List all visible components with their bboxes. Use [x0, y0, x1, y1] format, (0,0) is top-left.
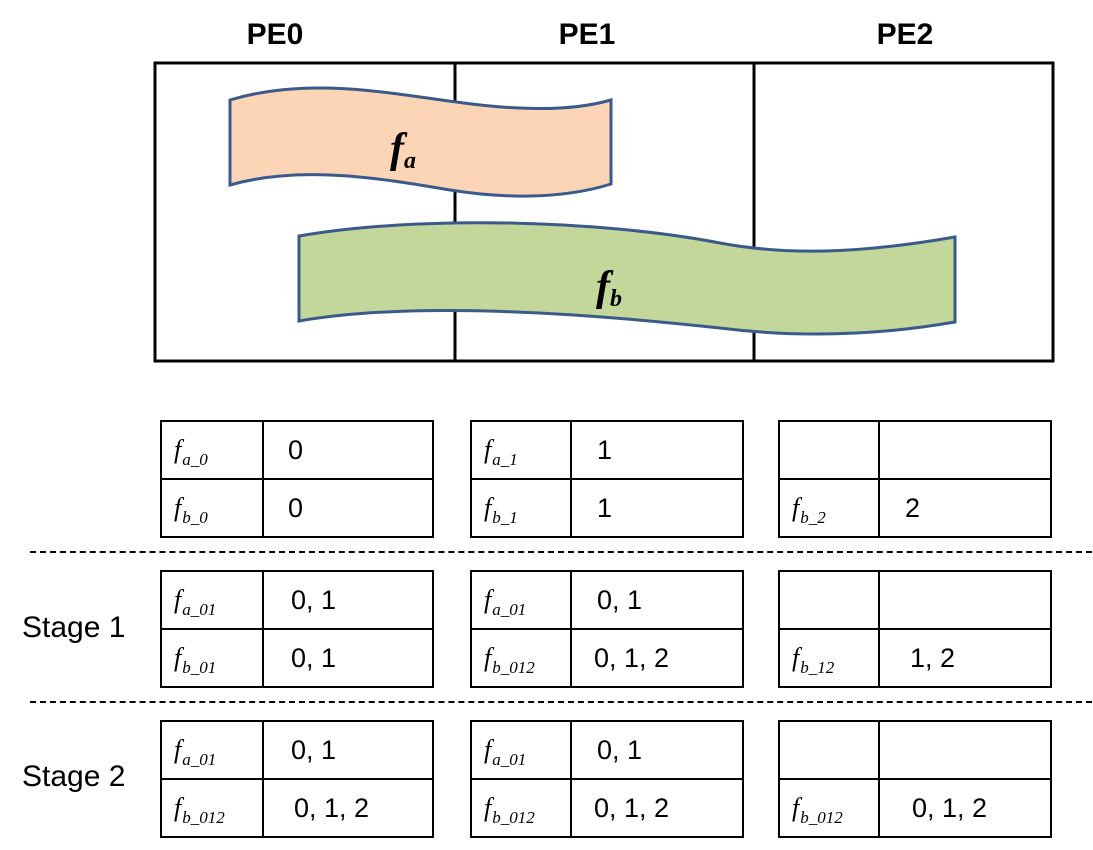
field-name: fa_1 [470, 420, 572, 480]
initial-pe0-table: fa_0 0 fb_0 0 [160, 420, 434, 538]
fa-label: fa [390, 126, 416, 174]
table-row: fa_0 0 [160, 420, 434, 480]
stage1-pe1-table: fa_01 0, 1 fb_012 0, 1, 2 [470, 570, 744, 688]
fa-region [228, 86, 613, 198]
field-name: fa_01 [160, 570, 264, 630]
pe0-label: PE0 [246, 18, 304, 51]
table-row: fa_01 0, 1 [160, 720, 434, 780]
owner-pes: 0, 1, 2 [878, 778, 1052, 838]
field-name: fa_0 [160, 420, 264, 480]
table-row: fa_01 0, 1 [470, 570, 744, 630]
field-name: fb_012 [470, 778, 572, 838]
table-row: fa_01 0, 1 [470, 720, 744, 780]
table-row: fb_1 1 [470, 478, 744, 538]
table-row: fb_012 0, 1, 2 [778, 778, 1052, 838]
initial-pe1-table: fa_1 1 fb_1 1 [470, 420, 744, 538]
owner-pes: 0, 1 [262, 720, 434, 780]
owner-pes: 0, 1 [570, 570, 744, 630]
owner-pes [878, 420, 1052, 480]
stage-2-label: Stage 2 [22, 760, 126, 793]
table-row: fb_2 2 [778, 478, 1052, 538]
field-name: fb_0 [160, 478, 264, 538]
owner-pes [878, 570, 1052, 630]
owner-pes: 0, 1, 2 [262, 778, 434, 838]
domain-box [153, 61, 1055, 363]
owner-pes: 1 [570, 420, 744, 480]
table-row: fb_012 0, 1, 2 [470, 628, 744, 688]
fb-region [297, 221, 957, 336]
field-name [778, 420, 880, 480]
field-name: fb_012 [160, 778, 264, 838]
owner-pes: 0, 1, 2 [570, 778, 744, 838]
fb-label: fb [596, 264, 622, 312]
table-row: fb_012 0, 1, 2 [470, 778, 744, 838]
owner-pes [878, 720, 1052, 780]
stage1-pe2-table: fb_12 1, 2 [778, 570, 1052, 688]
domain-diagram: fa fb [153, 61, 1055, 363]
pe2-label: PE2 [876, 18, 934, 51]
stage2-pe2-table: fb_012 0, 1, 2 [778, 720, 1052, 838]
owner-pes: 0 [262, 420, 434, 480]
table-row: fb_012 0, 1, 2 [160, 778, 434, 838]
stage-1-label: Stage 1 [22, 611, 126, 644]
owner-pes: 0 [262, 478, 434, 538]
field-name: fa_01 [470, 570, 572, 630]
field-name: fb_12 [778, 628, 880, 688]
field-name: fb_012 [778, 778, 880, 838]
owner-pes: 0, 1 [262, 570, 434, 630]
table-row [778, 570, 1052, 630]
owner-pes: 1, 2 [878, 628, 1052, 688]
table-row: fa_01 0, 1 [160, 570, 434, 630]
stage1-pe0-table: fa_01 0, 1 fb_01 0, 1 [160, 570, 434, 688]
table-row: fb_01 0, 1 [160, 628, 434, 688]
table-row: fb_0 0 [160, 478, 434, 538]
field-name [778, 720, 880, 780]
table-row [778, 720, 1052, 780]
table-row [778, 420, 1052, 480]
field-name: fb_2 [778, 478, 880, 538]
field-name: fb_1 [470, 478, 572, 538]
owner-pes: 2 [878, 478, 1052, 538]
owner-pes: 0, 1 [570, 720, 744, 780]
stage-separator-1 [30, 551, 1092, 553]
table-row: fa_1 1 [470, 420, 744, 480]
stage-separator-2 [30, 701, 1092, 703]
owner-pes: 1 [570, 478, 744, 538]
field-name [778, 570, 880, 630]
field-name: fb_012 [470, 628, 572, 688]
stage2-pe0-table: fa_01 0, 1 fb_012 0, 1, 2 [160, 720, 434, 838]
pe1-label: PE1 [558, 18, 616, 51]
initial-pe2-table: fb_2 2 [778, 420, 1052, 538]
field-name: fa_01 [470, 720, 572, 780]
table-row: fb_12 1, 2 [778, 628, 1052, 688]
owner-pes: 0, 1, 2 [570, 628, 744, 688]
field-name: fa_01 [160, 720, 264, 780]
stage2-pe1-table: fa_01 0, 1 fb_012 0, 1, 2 [470, 720, 744, 838]
owner-pes: 0, 1 [262, 628, 434, 688]
field-name: fb_01 [160, 628, 264, 688]
